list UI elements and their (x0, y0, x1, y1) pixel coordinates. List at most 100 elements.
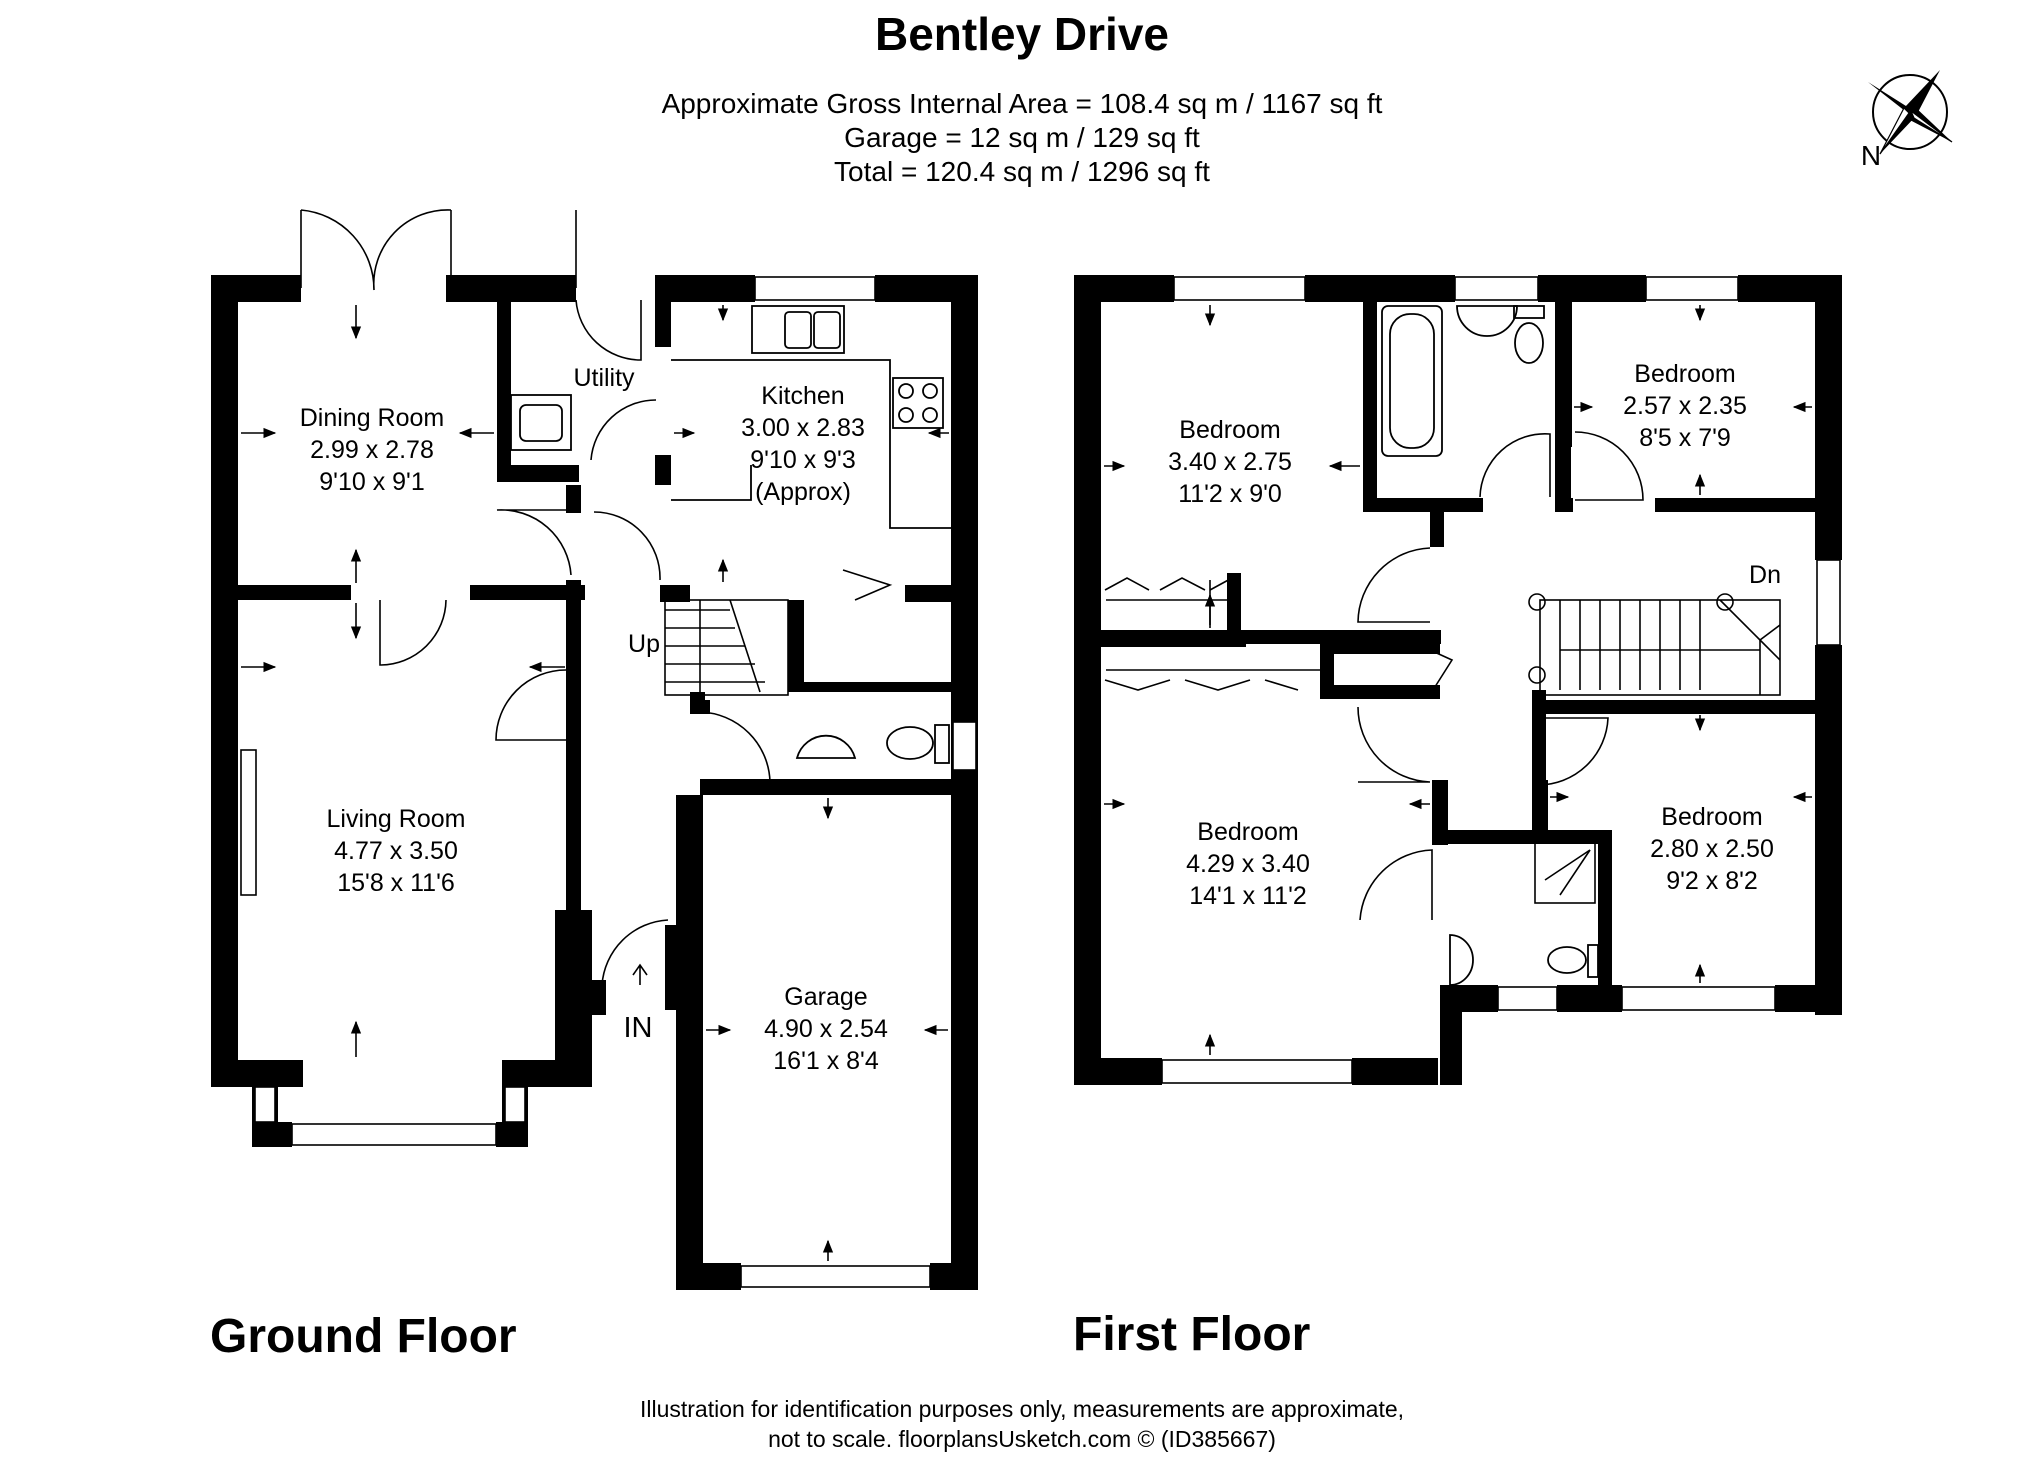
garage-metric: 4.90 x 2.54 (764, 1015, 888, 1043)
wall (1440, 985, 1498, 1012)
hall-door (593, 511, 661, 581)
dining-living-door (379, 599, 447, 666)
wall (1555, 425, 1571, 512)
bath-basin-icon (1456, 305, 1518, 337)
dining-room-imperial: 9'10 x 9'1 (319, 468, 424, 496)
bedroom3-door (1357, 706, 1431, 783)
wall (660, 585, 690, 602)
wall (497, 302, 511, 482)
entrance-arrow (632, 963, 648, 985)
bedroom2-name: Bedroom (1634, 360, 1735, 388)
ensuite-door (1359, 849, 1433, 921)
shower-icon (1534, 842, 1596, 904)
wall (1227, 573, 1241, 633)
wall (211, 275, 238, 1087)
dining-hall-door (496, 509, 572, 576)
dimension-arrows (1104, 305, 1812, 1055)
window (1161, 1059, 1353, 1084)
stair-treads (665, 599, 765, 693)
dining-room-name: Dining Room (300, 404, 445, 432)
gross-area-text: Approximate Gross Internal Area = 108.4 … (662, 88, 1383, 119)
dining-room-metric: 2.99 x 2.78 (310, 436, 434, 464)
bedroom4-metric: 2.80 x 2.50 (1650, 835, 1774, 863)
stair-treads (1559, 599, 1781, 695)
living-room-imperial: 15'8 x 11'6 (337, 869, 455, 897)
disclaimer-line-2: not to scale. floorplansUsketch.com © (I… (768, 1426, 1276, 1452)
window (1621, 986, 1776, 1011)
wall (1363, 302, 1377, 512)
entrance-label: IN (624, 1012, 653, 1044)
compass-north-label: N (1861, 140, 1881, 171)
first-floor-plan (1074, 275, 1842, 1085)
window (254, 1086, 276, 1123)
wc-basin-icon (795, 734, 857, 759)
wall (1352, 1058, 1438, 1085)
wall (1655, 498, 1842, 512)
wall (470, 585, 585, 600)
window (952, 721, 977, 771)
wall (690, 700, 710, 714)
wall (905, 585, 978, 602)
wall (951, 275, 978, 800)
wall (1598, 830, 1612, 985)
total-area-text: Total = 120.4 sq m / 1296 sq ft (834, 156, 1210, 187)
fireplace (240, 749, 257, 896)
wall (665, 925, 679, 1010)
window (1173, 276, 1306, 301)
wall (788, 682, 978, 692)
kitchen-metric: 3.00 x 2.83 (741, 414, 865, 442)
wall (1557, 985, 1622, 1012)
window (291, 1123, 497, 1146)
living-door (495, 669, 567, 741)
wall (676, 1263, 741, 1290)
window (754, 276, 876, 301)
wall (1532, 700, 1842, 714)
wall (655, 455, 671, 485)
wall (1320, 640, 1334, 695)
wall (446, 275, 576, 302)
garage-name: Garage (784, 983, 867, 1011)
stairs-up (664, 599, 789, 696)
cupboard-door (842, 569, 893, 601)
bedroom1-imperial: 11'2 x 9'0 (1178, 480, 1282, 508)
front-door (601, 919, 669, 986)
wc-door (699, 711, 771, 783)
wall (655, 302, 671, 347)
wall (700, 779, 978, 795)
window (504, 1086, 526, 1123)
plan-title: Bentley Drive (875, 8, 1169, 60)
wall (655, 275, 755, 302)
window (1497, 986, 1558, 1011)
bedroom1-metric: 3.40 x 2.75 (1168, 448, 1292, 476)
kitchen-door (590, 399, 657, 461)
wall (788, 600, 804, 692)
bedroom4-door (1537, 717, 1609, 786)
bedroom2-metric: 2.57 x 2.35 (1623, 392, 1747, 420)
stairs-up-label: Up (628, 630, 660, 658)
wardrobe-doors (1104, 577, 1233, 591)
kitchen-note: (Approx) (755, 478, 851, 506)
ground-floor-plan (211, 209, 978, 1290)
wall (676, 795, 703, 1290)
wall (566, 485, 581, 513)
wall (951, 770, 978, 1290)
bedroom1-name: Bedroom (1179, 416, 1280, 444)
toilet-icon (886, 726, 934, 760)
bedroom3-metric: 4.29 x 3.40 (1186, 850, 1310, 878)
wardrobe-doors (1104, 679, 1299, 691)
wall (1532, 780, 1548, 830)
utility-name: Utility (573, 364, 635, 392)
wall (1432, 830, 1612, 844)
wall (1555, 302, 1572, 447)
wall (566, 980, 606, 1015)
wall (1305, 275, 1455, 302)
garage-imperial: 16'1 x 8'4 (773, 1047, 879, 1075)
garage-door (740, 1265, 931, 1288)
wall (1430, 512, 1444, 547)
ground-floor-label: Ground Floor (210, 1310, 517, 1363)
bedroom3-imperial: 14'1 x 11'2 (1189, 882, 1307, 910)
cupboard-door (1429, 649, 1454, 691)
wall (252, 1122, 292, 1147)
garage-area-text: Garage = 12 sq m / 129 sq ft (844, 122, 1200, 153)
